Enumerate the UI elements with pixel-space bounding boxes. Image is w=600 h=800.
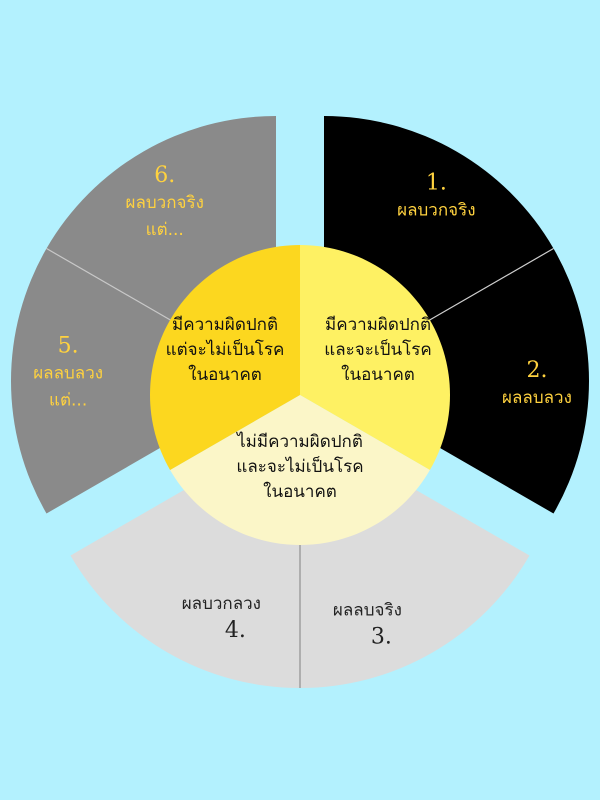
inner-segment-right xyxy=(300,245,450,470)
outer-label-6: ผลบวกจริง xyxy=(126,193,204,213)
outer-number-1: 1. xyxy=(426,171,447,196)
inner-label-left: ในอนาคต xyxy=(188,364,262,385)
outer-divider xyxy=(46,247,182,327)
inner-label-right: มีความผิดปกติ xyxy=(325,315,431,335)
outer-divider xyxy=(418,247,554,327)
inner-label-bottom: ไม่มีความผิดปกติ xyxy=(235,431,363,452)
outer-label-2: ผลลบลวง xyxy=(502,388,572,408)
outer-label-3: ผลลบจริง xyxy=(333,600,402,620)
outer-number-4: 4. xyxy=(225,618,246,643)
inner-label-left: แต่จะไม่เป็นโรค xyxy=(166,338,285,360)
outer-number-2: 2. xyxy=(526,358,547,383)
outer-segment-2 xyxy=(419,248,590,514)
inner-segment-left xyxy=(150,245,300,470)
inner-segment-bottom xyxy=(170,395,430,545)
inner-label-right: และจะเป็นโรค xyxy=(324,338,431,360)
outer-label-6: แต่... xyxy=(146,220,184,240)
outer-segment-5 xyxy=(10,248,181,514)
inner-label-left: มีความผิดปกติ xyxy=(172,315,278,335)
outer-label-4: ผลบวกลวง xyxy=(182,594,261,614)
inner-label-bottom: และจะไม่เป็นโรค xyxy=(236,455,363,477)
inner-label-bottom: ในอนาคต xyxy=(263,481,337,502)
outer-number-5: 5. xyxy=(58,334,79,359)
outer-number-6: 6. xyxy=(154,163,175,188)
outer-number-3: 3. xyxy=(371,624,392,649)
outer-label-5: แต่... xyxy=(49,391,87,411)
outer-label-5: ผลลบลวง xyxy=(33,364,103,384)
outer-label-1: ผลบวกจริง xyxy=(397,201,475,221)
inner-label-right: ในอนาคต xyxy=(341,364,415,385)
